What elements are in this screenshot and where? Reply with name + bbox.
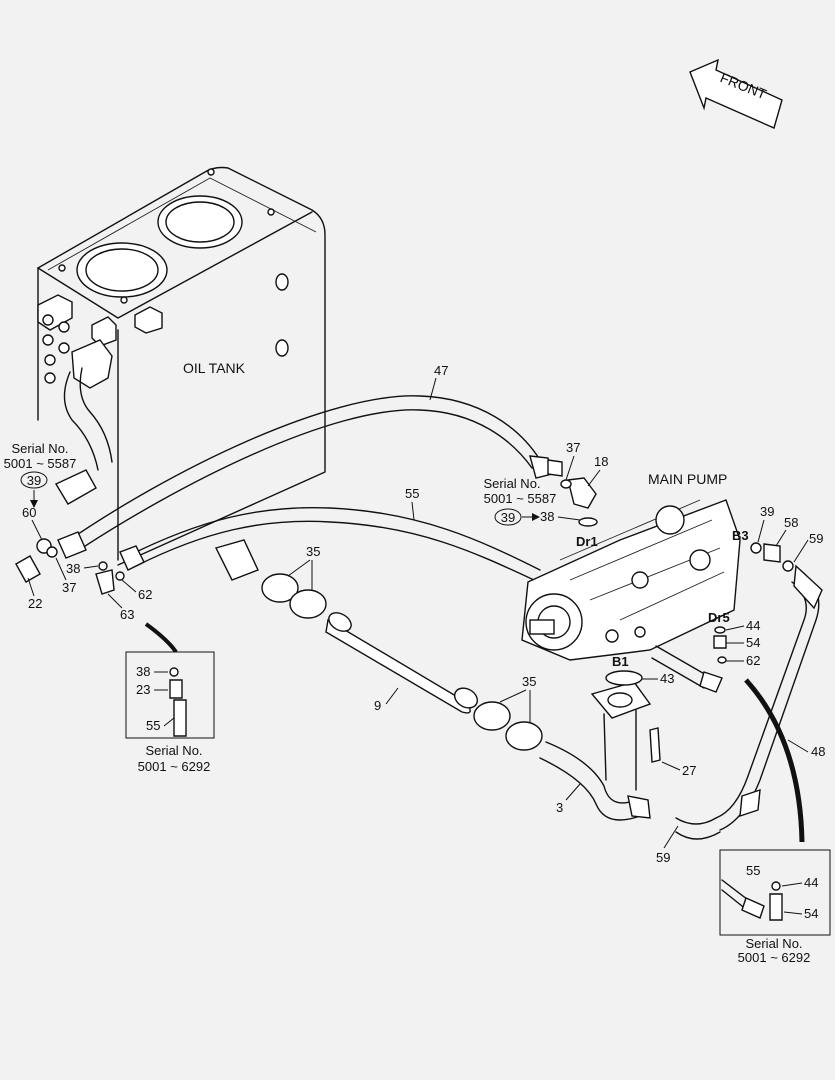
- dr5-fittings: [651, 626, 727, 693]
- callout-22: 22: [28, 596, 42, 611]
- callout-55: 55: [405, 486, 419, 501]
- callout-55-detail-right: 55: [746, 863, 760, 878]
- callout-39-pump: 39: [494, 508, 540, 526]
- callout-62-right: 62: [746, 653, 760, 668]
- callout-39-tank: 39: [20, 471, 48, 508]
- serial-range-left: 5001 ~ 6292: [138, 759, 211, 774]
- callout-48: 48: [811, 744, 825, 759]
- port-dr5: Dr5: [708, 610, 730, 625]
- callout-39-b3: 39: [760, 504, 774, 519]
- callout-38-detail: 38: [136, 664, 150, 679]
- callout-59-top: 59: [809, 531, 823, 546]
- callout-35-left: 35: [306, 544, 320, 559]
- main-pump-label: MAIN PUMP: [648, 471, 727, 487]
- oil-tank: OIL TANK: [37, 166, 326, 566]
- serial-range-right: 5001 ~ 6292: [738, 950, 811, 965]
- main-pump: MAIN PUMP: [521, 471, 741, 661]
- detail-pointer-right: [744, 678, 805, 843]
- callout-58: 58: [784, 515, 798, 530]
- callout-27: 27: [682, 763, 696, 778]
- callout-38-left: 38: [66, 561, 80, 576]
- callout-9: 9: [374, 698, 381, 713]
- callout-43: 43: [660, 671, 674, 686]
- pipe-9: [325, 612, 479, 714]
- callout-44-detail: 44: [804, 875, 818, 890]
- part-callouts: 47 55 35 35 9 3 27 43 59 59 58 39 48 44 …: [22, 363, 825, 921]
- detail-box-right: Serial No. 5001 ~ 6292: [719, 849, 831, 965]
- callout-3: 3: [556, 800, 563, 815]
- callout-59-bottom: 59: [656, 850, 670, 865]
- callout-23-detail: 23: [136, 682, 150, 697]
- port-b3: B3: [732, 528, 749, 543]
- clamps-35: [214, 539, 543, 751]
- hose-55: [119, 506, 541, 581]
- serial-no-label-pump: Serial No.: [483, 476, 540, 491]
- callout-35-right: 35: [522, 674, 536, 689]
- callout-38-pump: 38: [540, 509, 554, 524]
- left-fittings: [15, 531, 125, 595]
- serial-no-label-left: Serial No.: [145, 743, 202, 758]
- callout-37-left: 37: [62, 580, 76, 595]
- callout-54: 54: [746, 635, 760, 650]
- hose-47: [61, 395, 563, 557]
- callout-18: 18: [594, 454, 608, 469]
- oil-tank-label: OIL TANK: [183, 360, 246, 376]
- serial-no-label-tank: Serial No.: [11, 441, 68, 456]
- detail-pointer-left: [144, 622, 178, 654]
- callout-55-detail-left: 55: [146, 718, 160, 733]
- callout-63: 63: [120, 607, 134, 622]
- callout-44: 44: [746, 618, 760, 633]
- callout-47: 47: [434, 363, 448, 378]
- callout-37-right: 37: [566, 440, 580, 455]
- callout-62-left: 62: [138, 587, 152, 602]
- serial-range-tank: 5001 ~ 5587: [4, 456, 77, 471]
- callout-54-detail: 54: [804, 906, 818, 921]
- callout-60: 60: [22, 505, 36, 520]
- front-arrow: FRONT: [689, 58, 783, 129]
- detail-box-left: Serial No. 5001 ~ 6292: [125, 651, 215, 774]
- port-dr1: Dr1: [576, 534, 598, 549]
- svg-text:39: 39: [501, 510, 515, 525]
- elbow-3: [539, 670, 661, 821]
- serial-range-pump: 5001 ~ 5587: [484, 491, 557, 506]
- fitting-18: [560, 477, 598, 527]
- serial-no-label-right: Serial No.: [745, 936, 802, 951]
- hose-48: [675, 542, 823, 840]
- svg-text:39: 39: [27, 473, 41, 488]
- port-b1: B1: [612, 654, 629, 669]
